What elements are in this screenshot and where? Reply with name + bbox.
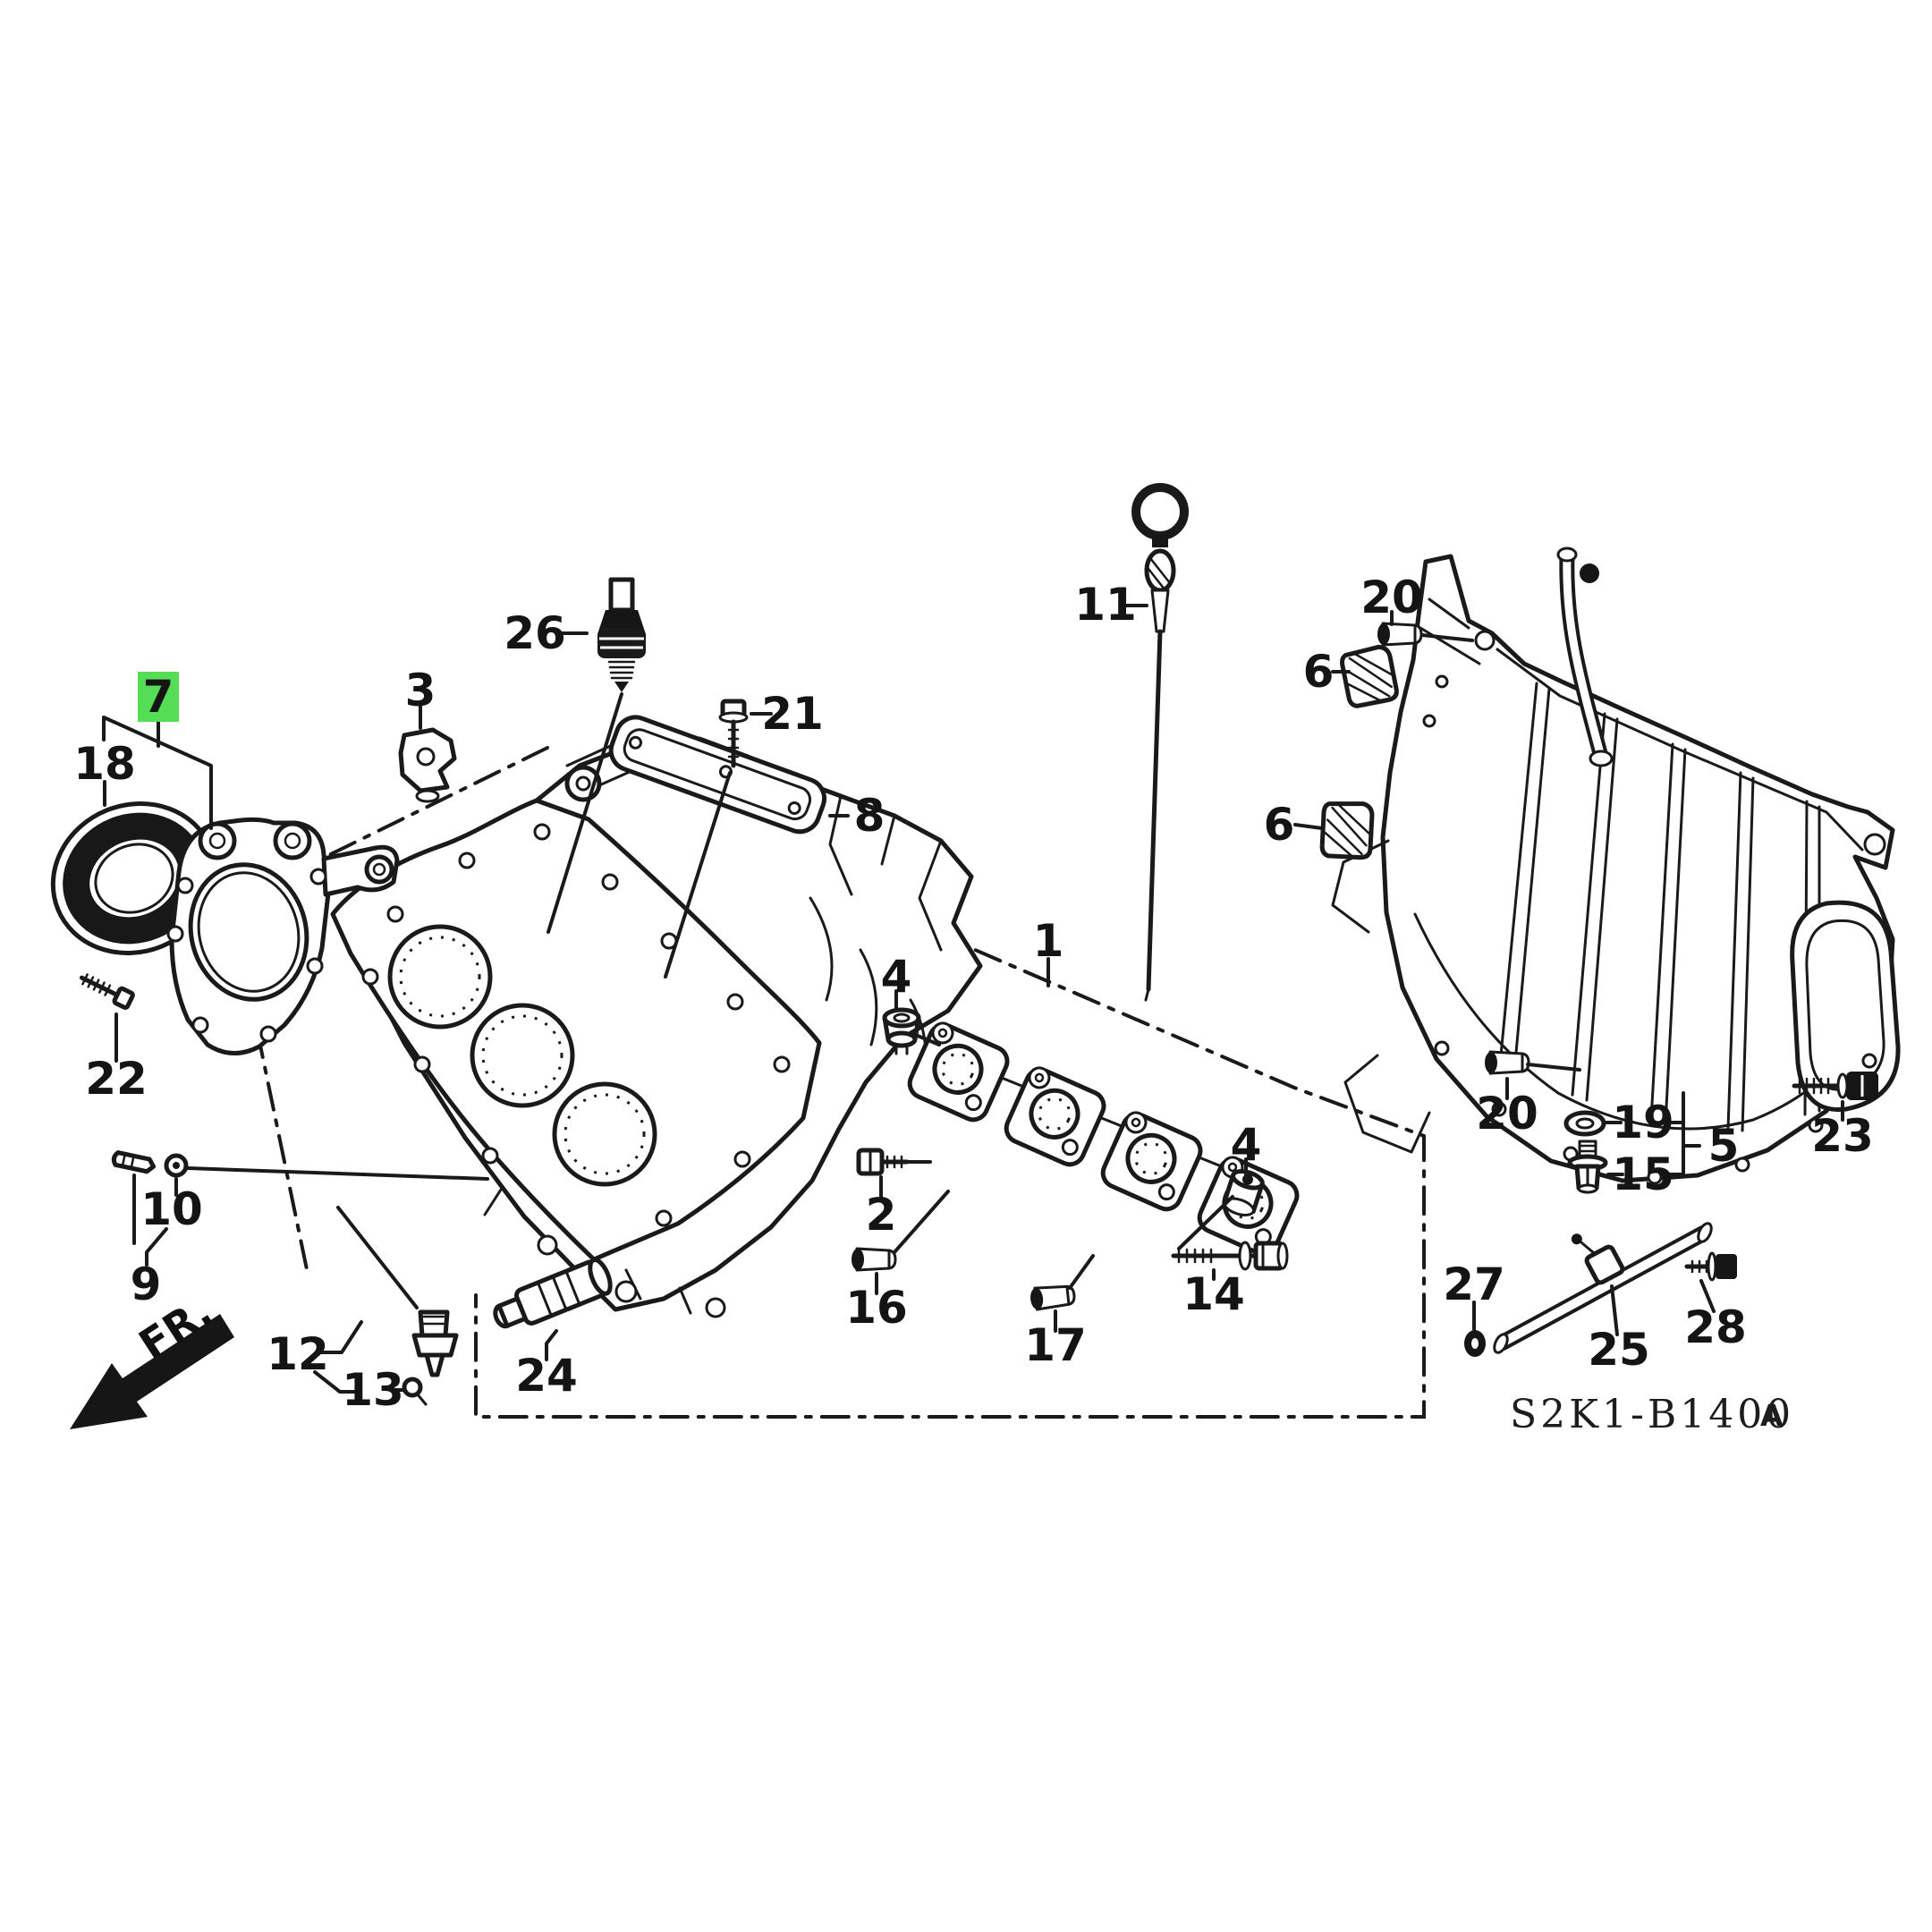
part-label-14[interactable]: 14 — [1182, 1268, 1245, 1320]
part-label-7[interactable]: 7 — [143, 671, 174, 723]
part-label-6-lower[interactable]: 6 — [1264, 799, 1295, 851]
part-label-24[interactable]: 24 — [515, 1350, 578, 1402]
part-label-13[interactable]: 13 — [342, 1364, 404, 1416]
highlight-box-7 — [138, 672, 179, 722]
sensor-3 — [398, 727, 457, 803]
dipstick-tube — [1556, 547, 1614, 767]
view-boundary-lines — [228, 746, 1426, 1419]
oil-pipe-25 — [1493, 1222, 1713, 1354]
dowel-20-top — [1376, 622, 1423, 647]
part-label-8[interactable]: 8 — [854, 790, 886, 842]
part-label-23[interactable]: 23 — [1811, 1110, 1874, 1162]
part-label-3[interactable]: 3 — [405, 665, 436, 716]
sheet-code-main: S2K1-B1400 — [1510, 1392, 1794, 1437]
bolt-22 — [79, 973, 135, 1010]
sensor-26 — [597, 577, 646, 692]
part-label-2[interactable]: 2 — [866, 1189, 897, 1241]
drain-bolt-15 — [1567, 1140, 1608, 1194]
part-label-6-upper[interactable]: 6 — [1303, 646, 1335, 698]
part-label-28[interactable]: 28 — [1684, 1301, 1747, 1353]
bolt-4-right — [1222, 1169, 1265, 1216]
nut-4-left — [882, 1007, 921, 1055]
dowel-pin-9 — [111, 1150, 157, 1174]
sealing-plug-6-lower — [1319, 800, 1375, 860]
part-label-11[interactable]: 11 — [1074, 579, 1137, 631]
sheet-code: S2K1-B1400 A — [1510, 1392, 1794, 1437]
part-label-27[interactable]: 27 — [1443, 1258, 1505, 1310]
bolt-28 — [1684, 1251, 1737, 1282]
part-label-18[interactable]: 18 — [73, 738, 136, 790]
head-gasket — [330, 798, 822, 1262]
part-label-17[interactable]: 17 — [1024, 1319, 1087, 1371]
bolt-14 — [1171, 1241, 1289, 1271]
washer-10 — [164, 1153, 189, 1178]
bolt-23 — [1792, 1072, 1878, 1100]
part-label-5[interactable]: 5 — [1708, 1120, 1740, 1172]
pipe-clamp — [1571, 1233, 1625, 1285]
oil-pump-cover-plate — [166, 817, 400, 1056]
drain-washer-19 — [1563, 1110, 1606, 1137]
part-label-4-left[interactable]: 4 — [881, 951, 912, 1003]
sealing-plug-6-upper — [1341, 646, 1398, 708]
sensor-24 — [493, 1258, 613, 1329]
sheet-code-suffix: A — [1760, 1398, 1784, 1433]
bearing-caps-assembly — [905, 1020, 1301, 1258]
bolt-2 — [856, 1148, 910, 1176]
part-label-16[interactable]: 16 — [845, 1282, 908, 1334]
baffle-plate-8 — [608, 715, 827, 835]
part-label-4-right[interactable]: 4 — [1231, 1119, 1262, 1171]
part-label-21[interactable]: 21 — [761, 688, 824, 740]
part-label-1[interactable]: 1 — [1033, 915, 1064, 967]
part-label-20-bottom[interactable]: 20 — [1476, 1088, 1538, 1140]
bolt-21 — [718, 699, 749, 768]
o-ring-27 — [1464, 1330, 1486, 1357]
oil-pressure-switch-12 — [411, 1309, 459, 1377]
part-label-9[interactable]: 9 — [131, 1258, 162, 1310]
bolt-13 — [402, 1377, 428, 1406]
dowel-20-bottom — [1483, 1050, 1530, 1075]
part-label-22[interactable]: 22 — [85, 1053, 148, 1105]
part-label-10[interactable]: 10 — [140, 1183, 203, 1235]
part-label-25[interactable]: 25 — [1588, 1324, 1650, 1376]
plug-16 — [850, 1247, 897, 1272]
leader-lines — [102, 604, 1844, 1394]
part-label-26[interactable]: 26 — [504, 607, 566, 659]
dipstick-11 — [1131, 483, 1189, 1002]
part-label-19[interactable]: 19 — [1612, 1097, 1674, 1148]
part-label-15[interactable]: 15 — [1612, 1148, 1674, 1200]
part-label-20-top[interactable]: 20 — [1360, 572, 1423, 623]
part-label-12[interactable]: 12 — [267, 1328, 329, 1380]
